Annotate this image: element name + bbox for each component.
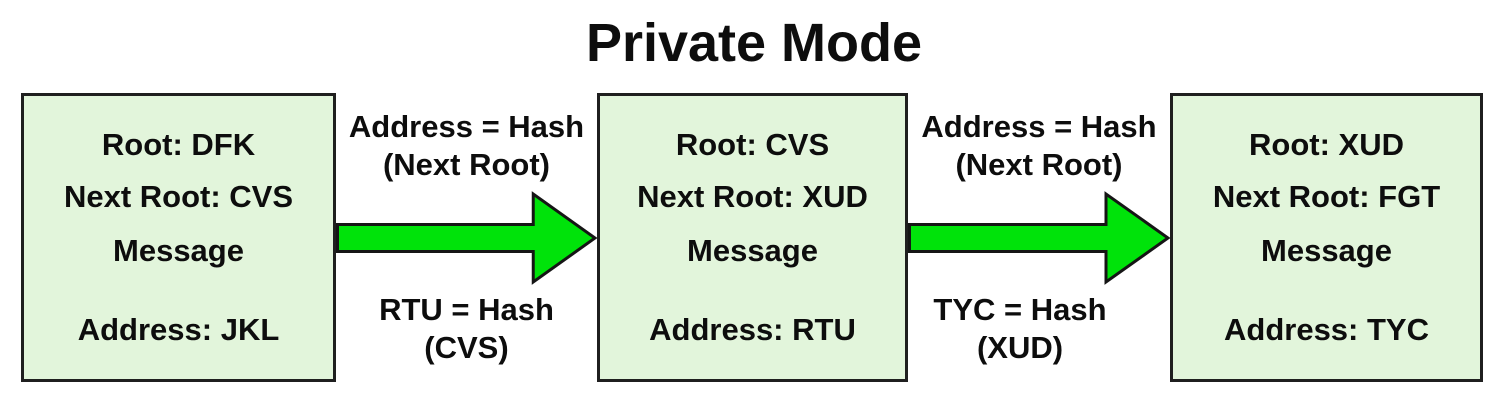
node1-message-text: Message xyxy=(113,233,244,268)
node1-root-text: Root: DFK xyxy=(101,127,256,162)
arrow2-label-bottom: TYC = Hash (XUD) xyxy=(889,291,1151,367)
block-node-1: Root: DFK Next Root: CVS Message Address… xyxy=(21,93,336,382)
arrow1-label-bottom-line2: (CVS) xyxy=(424,330,509,365)
arrow1-label-bottom: RTU = Hash (CVS) xyxy=(336,291,597,367)
right-arrow-icon xyxy=(336,191,597,285)
arrow1-label-top-line1: Address = Hash xyxy=(348,109,585,144)
arrow2-label-top-line2: (Next Root) xyxy=(955,147,1123,182)
node3-message-text: Message xyxy=(1261,233,1392,268)
node1-next-root-text: Next Root: CVS xyxy=(63,179,294,214)
block-node-2: Root: CVS Next Root: XUD Message Address… xyxy=(597,93,908,382)
node2-root-text: Root: CVS xyxy=(675,127,830,162)
arrow1-label-top: Address = Hash (Next Root) xyxy=(336,108,597,184)
node3-address-text: Address: TYC xyxy=(1224,312,1429,347)
node2-message-text: Message xyxy=(687,233,818,268)
arrow-group-1: Address = Hash (Next Root) RTU = Hash (C… xyxy=(336,93,597,382)
node3-next-root-text: Next Root: FGT xyxy=(1212,179,1441,214)
arrow2-label-top-line1: Address = Hash xyxy=(921,109,1157,144)
diagram-title: Private Mode xyxy=(585,13,923,73)
arrow-group-2: Address = Hash (Next Root) TYC = Hash (X… xyxy=(908,93,1170,382)
arrow2-label-top: Address = Hash (Next Root) xyxy=(908,108,1170,184)
node3-root-text: Root: XUD xyxy=(1249,127,1404,162)
node2-next-root-text: Next Root: XUD xyxy=(637,179,868,214)
right-arrow-icon xyxy=(908,191,1170,285)
arrow2-label-bottom-line1: TYC = Hash xyxy=(933,292,1107,327)
arrow1-label-top-line2: (Next Root) xyxy=(382,147,551,182)
arrow1-label-bottom-line1: RTU = Hash xyxy=(379,292,554,327)
node2-address-text: Address: RTU xyxy=(649,312,856,347)
node1-address-text: Address: JKL xyxy=(77,312,280,347)
block-node-3: Root: XUD Next Root: FGT Message Address… xyxy=(1170,93,1483,382)
arrow2-label-bottom-line2: (XUD) xyxy=(976,330,1064,365)
